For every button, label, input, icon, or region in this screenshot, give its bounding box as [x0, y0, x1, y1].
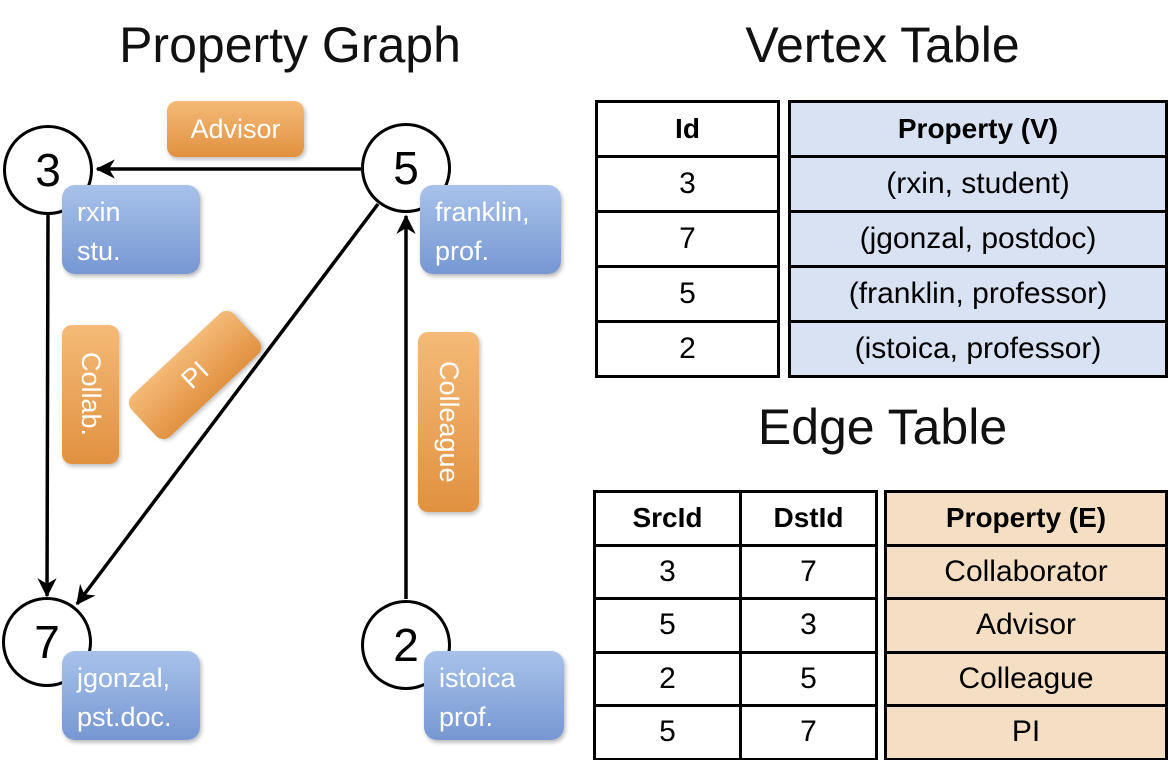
vertex-prop-box-7: jgonzal, pst.doc.: [62, 651, 200, 740]
table-row: 7: [595, 210, 780, 268]
edge-srcid-cell: 5: [593, 597, 742, 654]
table-row: 2: [595, 320, 780, 378]
edge-srcid-cell: 5: [593, 704, 742, 760]
table-row: Id: [595, 100, 780, 158]
edge-label-colleague: Colleague: [418, 332, 479, 512]
vertex-id-header: Id: [595, 100, 780, 158]
table-row: 3 7: [593, 543, 878, 600]
vertex-prop-line: franklin,: [435, 197, 530, 227]
table-row: (istoica, professor): [788, 320, 1168, 378]
vertex-prop-box-3: rxin stu.: [62, 185, 200, 274]
edge-ids-table: SrcId DstId 3 7 5 3 2 5 5 7: [593, 490, 878, 760]
table-row: (franklin, professor): [788, 265, 1168, 323]
vertex-id-cell: 3: [595, 155, 780, 213]
table-row: 5: [595, 265, 780, 323]
graph-node-3: 3: [3, 125, 93, 215]
vertex-property-header: Property (V): [788, 100, 1168, 158]
edge-srcid-cell: 3: [593, 543, 742, 600]
table-row: 2 5: [593, 650, 878, 707]
property-graph-title: Property Graph: [119, 17, 461, 73]
edge-dstid-header: DstId: [739, 490, 878, 547]
vertex-property-cell: (istoica, professor): [788, 320, 1168, 378]
table-row: Colleague: [884, 650, 1168, 707]
vertex-id-cell: 2: [595, 320, 780, 378]
vertex-table-title: Vertex Table: [745, 17, 1020, 73]
table-row: Collaborator: [884, 543, 1168, 600]
edge-srcid-cell: 2: [593, 650, 742, 707]
table-row: 5 7: [593, 704, 878, 760]
table-row: 5 3: [593, 597, 878, 654]
edge-dstid-cell: 7: [739, 704, 878, 760]
table-row: (jgonzal, postdoc): [788, 210, 1168, 268]
vertex-id-cell: 7: [595, 210, 780, 268]
vertex-id-cell: 5: [595, 265, 780, 323]
node-id-label: 7: [34, 616, 60, 668]
edge-property-cell: Colleague: [884, 650, 1168, 707]
vertex-prop-line: prof.: [435, 236, 490, 267]
vertex-property-cell: (rxin, student): [788, 155, 1168, 213]
table-row: Property (E): [884, 490, 1168, 547]
table-row: PI: [884, 704, 1168, 760]
vertex-prop-line: pst.doc.: [77, 702, 172, 733]
edge-property-header: Property (E): [884, 490, 1168, 547]
edge-label-pi: PI: [124, 306, 266, 444]
edge-table-title: Edge Table: [757, 399, 1008, 455]
edge-property-cell: Collaborator: [884, 543, 1168, 600]
edge-property-cell: Advisor: [884, 597, 1168, 654]
vertex-id-table: Id 3 7 5 2: [595, 100, 780, 378]
edge-property-table: Property (E) Collaborator Advisor Collea…: [884, 490, 1168, 760]
vertex-property-cell: (franklin, professor): [788, 265, 1168, 323]
edge-label-collab: Collab.: [62, 325, 119, 464]
vertex-prop-box-5: franklin, prof.: [420, 185, 561, 274]
table-row: Advisor: [884, 597, 1168, 654]
edge-label-advisor: Advisor: [167, 101, 304, 157]
vertex-property-cell: (jgonzal, postdoc): [788, 210, 1168, 268]
node-id-label: 3: [35, 144, 61, 196]
vertex-property-table: Property (V) (rxin, student) (jgonzal, p…: [788, 100, 1168, 378]
vertex-prop-line: istoica: [439, 663, 516, 693]
edge-dstid-cell: 5: [739, 650, 878, 707]
vertex-prop-line: rxin: [77, 197, 121, 227]
table-row: Property (V): [788, 100, 1168, 158]
node-id-label: 2: [393, 619, 419, 671]
edge-property-cell: PI: [884, 704, 1168, 760]
edge-dstid-cell: 7: [739, 543, 878, 600]
table-row: (rxin, student): [788, 155, 1168, 213]
vertex-prop-box-2: istoica prof.: [424, 651, 564, 740]
edge-dstid-cell: 3: [739, 597, 878, 654]
vertex-prop-line: stu.: [77, 236, 121, 267]
table-row: SrcId DstId: [593, 490, 878, 547]
table-row: 3: [595, 155, 780, 213]
edge-line-3-to-7: [37, 214, 57, 598]
edge-srcid-header: SrcId: [593, 490, 742, 547]
vertex-prop-line: jgonzal,: [77, 663, 171, 693]
node-id-label: 5: [393, 142, 419, 194]
vertex-prop-line: prof.: [439, 702, 494, 733]
